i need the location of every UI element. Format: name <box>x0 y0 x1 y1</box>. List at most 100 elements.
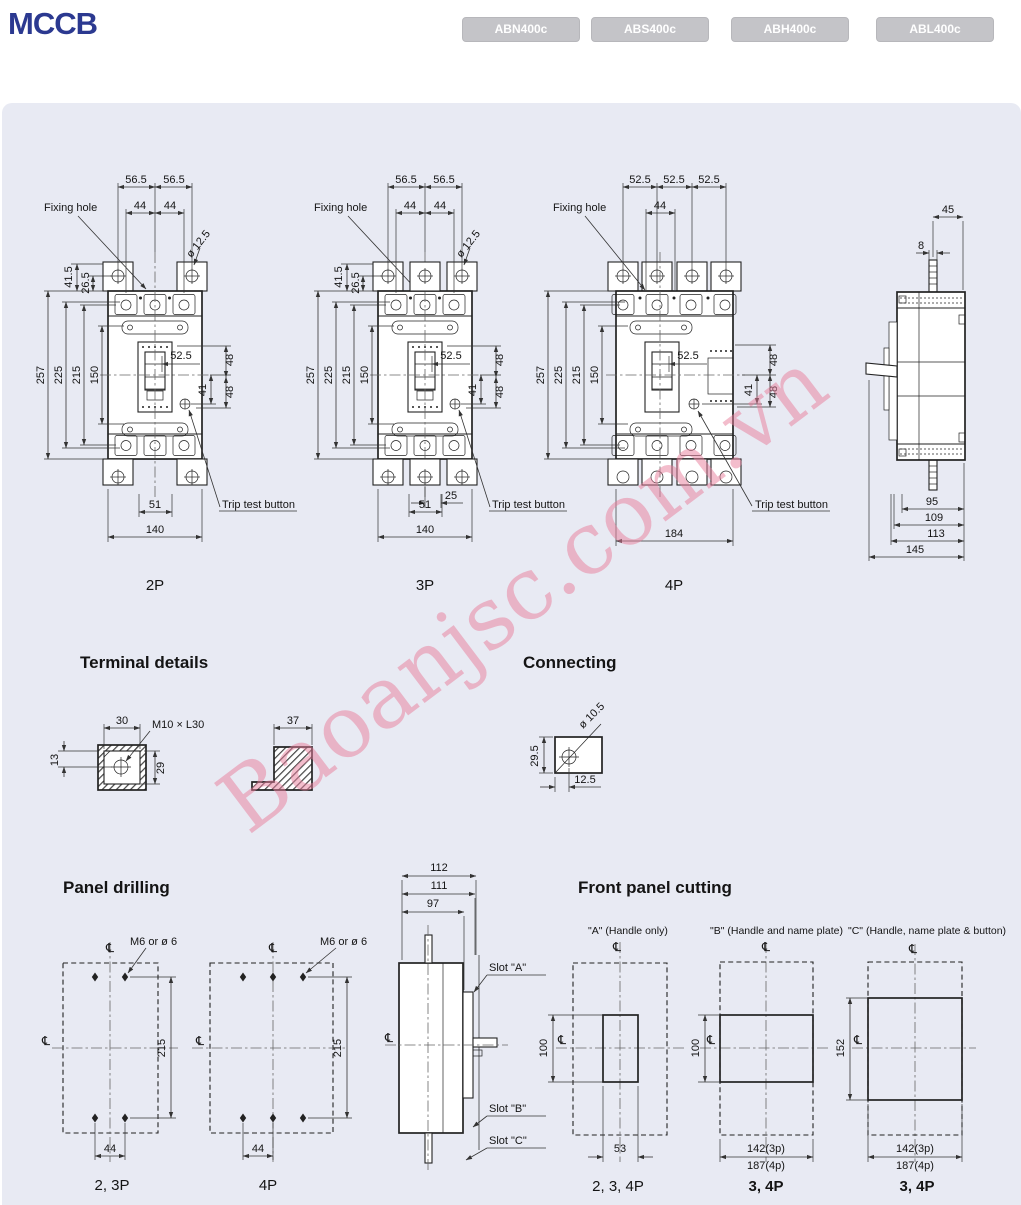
dim-label: 112 <box>430 862 448 874</box>
product-tab-abh400c[interactable]: ABH400c <box>731 17 849 42</box>
product-tab-abs400c[interactable]: ABS400c <box>591 17 709 42</box>
dim-label: 56.5 <box>125 174 146 186</box>
cutting-a-label: "A" (Handle only) <box>588 925 668 937</box>
dim-label: 56.5 <box>163 174 184 186</box>
dim-label: 13 <box>49 754 61 766</box>
trip-test-button-label: Trip test button <box>492 499 565 511</box>
dim-label: 215 <box>571 366 583 384</box>
dim-label: 8 <box>918 240 924 252</box>
dim-label: 44 <box>434 200 446 212</box>
dim-label: 215 <box>332 1039 344 1057</box>
dim-label: 150 <box>89 366 101 384</box>
centerline-symbol: ℄ <box>706 1033 716 1047</box>
dim-label: 41.5 <box>63 266 75 287</box>
section-heading-front-panel-cutting: Front panel cutting <box>578 878 732 897</box>
section-heading-connecting: Connecting <box>523 653 617 672</box>
dim-label: 150 <box>359 366 371 384</box>
centerline-symbol: ℄ <box>853 1033 863 1047</box>
dim-label: 145 <box>906 544 924 556</box>
dim-label: 56.5 <box>433 174 454 186</box>
dim-label: 48 <box>494 386 506 398</box>
dim-label: 100 <box>690 1039 702 1057</box>
dim-label: 48 <box>494 354 506 366</box>
caption-cutting-b: 3, 4P <box>748 1178 783 1195</box>
dim-label: 12.5 <box>574 774 595 786</box>
dim-label: 140 <box>416 524 434 536</box>
centerline-symbol: ℄ <box>761 940 771 954</box>
slot-c-label: Slot "C" <box>489 1135 527 1147</box>
dim-label: 111 <box>431 880 448 892</box>
caption-cutting-a: 2, 3, 4P <box>592 1178 644 1195</box>
cutting-c-label: "C" (Handle, name plate & button) <box>848 925 1006 937</box>
dim-label: 26.5 <box>80 272 92 293</box>
dim-label: 52.5 <box>663 174 684 186</box>
product-tab-abn400c[interactable]: ABN400c <box>462 17 580 42</box>
cutting-b-label: "B" (Handle and name plate) <box>710 925 843 937</box>
dim-label: 29.5 <box>529 745 541 766</box>
centerline-symbol: ℄ <box>612 940 622 954</box>
view-caption-3p: 3P <box>416 577 434 594</box>
dim-label: ø 10.5 <box>577 701 608 732</box>
caption-panel-4p: 4P <box>259 1177 277 1194</box>
dim-label: ø 12.5 <box>184 228 213 260</box>
fixing-hole-label: Fixing hole <box>553 202 606 214</box>
dim-label: 150 <box>589 366 601 384</box>
dim-label: 51 <box>419 499 431 511</box>
dim-label: 44 <box>654 200 666 212</box>
centerline-symbol: ℄ <box>908 942 918 956</box>
slot-side-view: 112 111 97 ℄ Slot "A" Slot "B" Slot "C" <box>384 862 546 1172</box>
dim-label: M10 × L30 <box>152 719 204 731</box>
dim-label: 44 <box>104 1143 116 1155</box>
terminal-details: Terminal details 30 M10 × L30 13 29 <box>49 653 313 791</box>
dim-label: 41 <box>197 384 209 396</box>
dim-label: 142(3p) <box>747 1143 785 1155</box>
dim-label: 52.5 <box>170 350 191 362</box>
dim-label: 52.5 <box>677 350 698 362</box>
dim-label: 113 <box>927 528 945 540</box>
caption-cutting-c: 3, 4P <box>899 1178 934 1195</box>
centerline-symbol: ℄ <box>268 941 278 955</box>
product-tab-abl400c[interactable]: ABL400c <box>876 17 994 42</box>
dim-label: 225 <box>553 366 565 384</box>
section-heading-panel-drilling: Panel drilling <box>63 878 170 897</box>
dim-label: 100 <box>538 1039 550 1057</box>
dim-label: 44 <box>404 200 416 212</box>
dim-label: 29 <box>155 762 167 774</box>
dim-label: 187(4p) <box>747 1160 785 1172</box>
dim-label: 152 <box>835 1039 847 1057</box>
dim-label: 215 <box>341 366 353 384</box>
dim-label: 48 <box>768 386 780 398</box>
dim-label: 225 <box>53 366 65 384</box>
dim-label: 257 <box>305 366 317 384</box>
dim-label: 53 <box>614 1143 626 1155</box>
dim-label: 41 <box>467 384 479 396</box>
cutting-b: "B" (Handle and name plate) ℄ ℄ 100 142(… <box>690 925 843 1195</box>
dim-label: 44 <box>252 1143 264 1155</box>
dim-label: 41.5 <box>333 266 345 287</box>
dim-label: 45 <box>942 204 954 216</box>
centerline-symbol: ℄ <box>41 1034 51 1048</box>
fixing-hole-label: Fixing hole <box>44 202 97 214</box>
dim-label: 52.5 <box>629 174 650 186</box>
dim-label: 95 <box>926 496 938 508</box>
slot-b-label: Slot "B" <box>489 1103 526 1115</box>
dim-label: 25 <box>445 490 457 502</box>
dim-label: 215 <box>156 1039 168 1057</box>
section-heading-terminal: Terminal details <box>80 653 208 672</box>
dim-label: 225 <box>323 366 335 384</box>
connecting: Connecting ø 10.5 29.5 12.5 <box>523 653 617 792</box>
dim-label: M6 or ø 6 <box>320 936 367 948</box>
slot-a-label: Slot "A" <box>489 962 526 974</box>
front-view-4p: 52.5 52.5 52.5 44 Fixing hole 257 225 21… <box>535 174 830 594</box>
page-title: MCCB <box>8 6 98 41</box>
trip-test-button-label: Trip test button <box>222 499 295 511</box>
dim-label: 109 <box>925 512 943 524</box>
dim-label: 140 <box>146 524 164 536</box>
panel-drilling: Panel drilling ℄ ℄ M6 or ø 6 215 44 2, 3… <box>41 878 367 1194</box>
centerline-symbol: ℄ <box>195 1034 205 1048</box>
watermark: Baoanjsc.com.vn <box>200 332 845 852</box>
cutting-c: "C" (Handle, name plate & button) ℄ ℄ 15… <box>835 925 1006 1195</box>
dim-label: 56.5 <box>395 174 416 186</box>
